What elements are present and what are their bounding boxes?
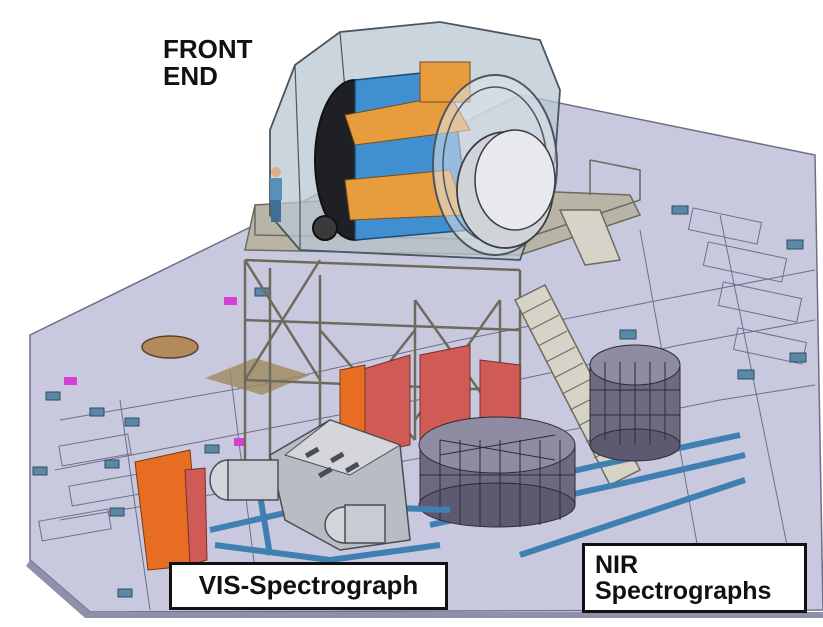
nir-spectrographs-label-line2: Spectrographs xyxy=(595,577,772,606)
nir-spectrographs-label: NIR Spectrographs xyxy=(582,543,807,613)
magenta-markers xyxy=(64,297,244,446)
red-panel-right xyxy=(479,359,521,426)
red-panel-tall xyxy=(184,467,208,566)
front-end-label: FRONT END xyxy=(163,34,253,92)
nir-spectrographs-label-line1: NIR xyxy=(595,551,639,579)
vis-spectrograph-body xyxy=(209,419,411,551)
front-end-drum xyxy=(314,61,558,256)
nir-cylinder-right xyxy=(589,344,681,462)
floor-hole-circle xyxy=(141,335,199,359)
nir-cylinder-left xyxy=(418,416,576,528)
front-end-label-line1: FRONT xyxy=(163,34,253,64)
vis-spectrograph-label-text: VIS-Spectrograph xyxy=(198,570,419,601)
floor-dark-patch xyxy=(205,358,310,395)
person-figure xyxy=(270,167,282,222)
vis-spectrograph-label: VIS-Spectrograph xyxy=(169,562,448,610)
floor-vents xyxy=(32,205,807,598)
front-end-label-line2: END xyxy=(163,61,218,92)
gear-wheel xyxy=(312,215,338,241)
